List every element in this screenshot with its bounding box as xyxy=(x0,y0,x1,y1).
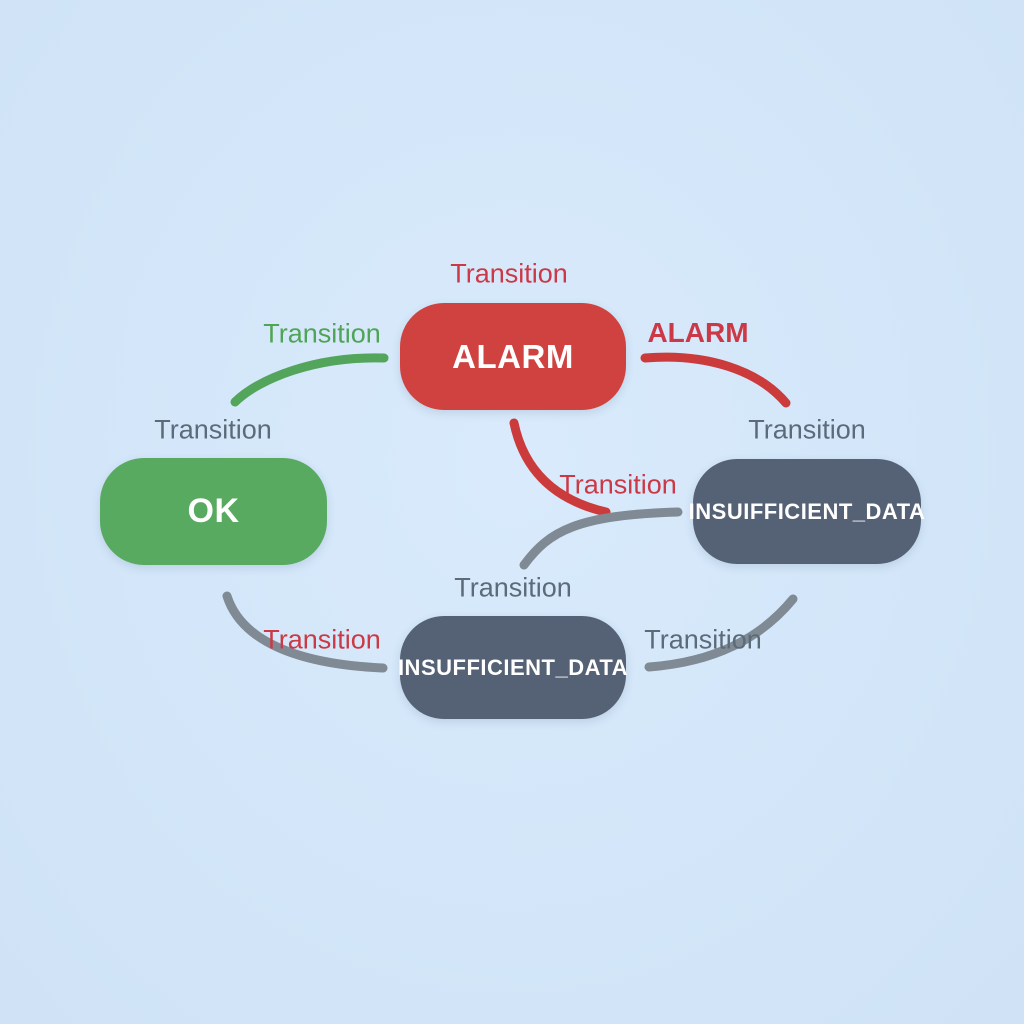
edge-label-above-alarm: Transition xyxy=(450,258,568,289)
edge-label-alarm-right: ALARM xyxy=(647,317,749,348)
arrow-ok-insufficient-bottom-bidirectional xyxy=(222,591,388,673)
edge-label-alarm-to-insufficient-right: Transition xyxy=(559,469,677,500)
edge-label-alarm-to-ok: Transition xyxy=(154,414,272,445)
edge-label-ok-to-alarm: Transition xyxy=(263,318,381,349)
arrow-bottom-merge-to-insufficient-right xyxy=(519,507,683,570)
node-insufficient-data-right: INSUIFFICIENT_DATA xyxy=(689,459,925,564)
node-alarm-label: ALARM xyxy=(452,337,574,375)
node-insufficient-data-right-label: INSUIFFICIENT_DATA xyxy=(688,498,926,524)
edge-label-ok-insufficient-bottom: Transition xyxy=(263,624,381,655)
node-alarm: ALARM xyxy=(400,303,626,410)
arrow-alarm-down-curve xyxy=(509,418,611,517)
arrow-alarm-insufficient-right-bidirectional xyxy=(640,352,791,408)
arrow-insufficient-bottom-right-bidirectional xyxy=(644,594,798,672)
node-ok-label: OK xyxy=(187,492,240,530)
node-insufficient-data-bottom: INSUFFICIENT_DATA xyxy=(397,616,629,719)
node-ok: OK xyxy=(100,458,327,565)
edge-label-above-insufficient-bottom: Transition xyxy=(454,572,572,603)
arrow-ok-alarm-bidirectional xyxy=(230,353,389,407)
edge-label-above-insufficient-right: Transition xyxy=(748,414,866,445)
edge-label-insufficient-bottom-right: Transition xyxy=(644,624,762,655)
node-insufficient-data-bottom-label: INSUFFICIENT_DATA xyxy=(397,654,629,680)
